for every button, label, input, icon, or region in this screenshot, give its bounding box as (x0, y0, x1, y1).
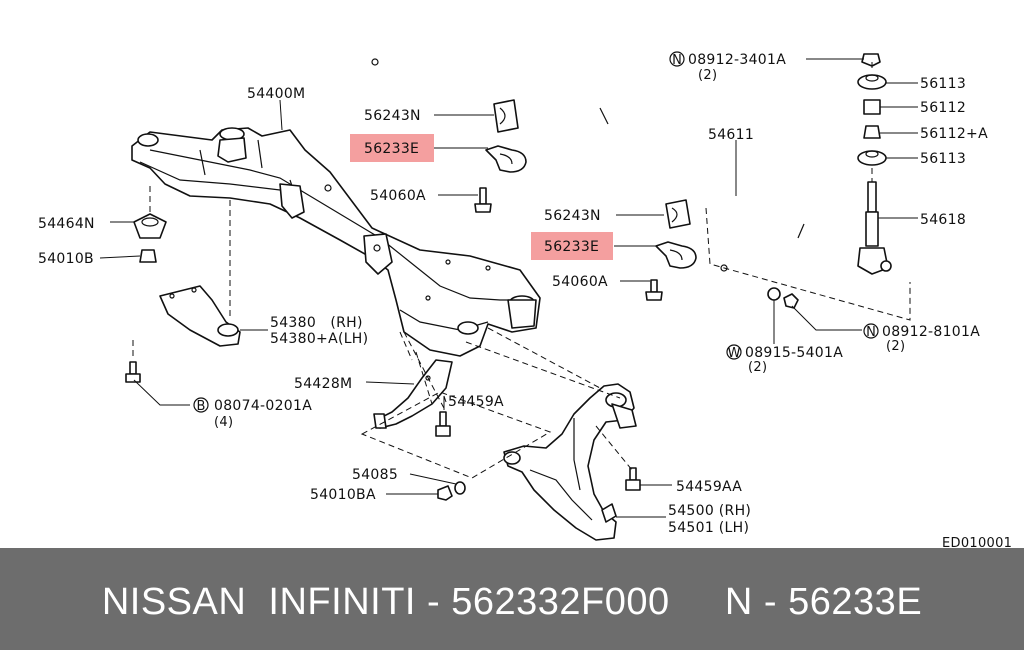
marker-b-label: B (197, 399, 206, 414)
label-54010ba: 54010BA (310, 487, 376, 503)
marker-w-08915-5401a: W (726, 344, 742, 361)
label-54501: 54501 (LH) (668, 520, 749, 536)
highlight-56233e-lower (531, 232, 613, 260)
nut-54010ba (437, 485, 453, 501)
label-08074-qty: (4) (214, 415, 233, 430)
label-54500: 54500 (RH) (668, 503, 751, 519)
marker-w-label: W (728, 346, 741, 361)
nut-08912-8101a (783, 293, 799, 309)
label-56112: 56112 (920, 100, 966, 116)
bracket-54380 (159, 285, 241, 347)
label-08074-0201a: 08074-0201A (214, 398, 312, 414)
label-08915-5401a: 08915-5401A (745, 345, 843, 361)
marker-n-label: N (672, 53, 682, 68)
bolt-08074 (125, 361, 141, 383)
marker-b-08074-0201a: B (193, 397, 209, 414)
label-56233e-lower: 56233E (544, 239, 599, 255)
bolt-54459aa (625, 467, 641, 491)
washer-54085 (454, 481, 466, 495)
label-54060a-upper: 54060A (370, 188, 426, 204)
gusset-54428m (373, 359, 453, 429)
label-54611: 54611 (708, 127, 754, 143)
mount-insulator-left (133, 213, 167, 263)
bushing-clamp-lower (645, 199, 697, 301)
footer-bar: NISSAN INFINITI - 562332F000 N - 56233E (0, 548, 1024, 650)
label-54459a: 54459A (448, 394, 504, 410)
label-54060a-lower: 54060A (552, 274, 608, 290)
dashed-guides (132, 62, 911, 479)
label-54085: 54085 (352, 467, 398, 483)
washer-08915 (767, 287, 781, 301)
footer-caption: NISSAN INFINITI - 562332F000 N - 56233E (101, 581, 923, 623)
label-54380: 54380 (RH) (270, 315, 363, 331)
label-54618: 54618 (920, 212, 966, 228)
label-54380a: 54380+A(LH) (270, 331, 368, 347)
marker-n-label: N (866, 325, 876, 340)
diagram-code: ED010001 (942, 536, 1012, 548)
bolt-54459a (435, 411, 451, 437)
label-54464n: 54464N (38, 216, 95, 232)
label-08912-3401a: 08912-3401A (688, 52, 786, 68)
label-54459aa: 54459AA (676, 479, 742, 495)
stabilizer-link-stack (857, 53, 892, 275)
label-56233e-upper: 56233E (364, 141, 419, 157)
leader-lines (99, 58, 918, 518)
label-56113-lower: 56113 (920, 151, 966, 167)
crossmember-54400m (131, 127, 541, 357)
bushing-clamp-upper (474, 99, 527, 213)
marker-n-08912-8101a: N (863, 323, 879, 340)
parts-diagram: N N W B 54400M 56243N 56233E 54060A 5446… (38, 44, 1012, 548)
lower-control-arm-54500 (503, 383, 637, 541)
label-56113-upper: 56113 (920, 76, 966, 92)
label-56243n-lower: 56243N (544, 208, 601, 224)
label-56243n-upper: 56243N (364, 108, 421, 124)
label-54010b: 54010B (38, 251, 94, 267)
label-08912-3401a-qty: (2) (698, 68, 717, 83)
label-08912-8101a: 08912-8101A (882, 324, 980, 340)
label-08915-5401a-qty: (2) (748, 360, 767, 375)
label-54428m: 54428M (294, 376, 352, 392)
label-54400m: 54400M (247, 86, 305, 102)
stabilizer-bar (369, 44, 829, 273)
label-08912-8101a-qty: (2) (886, 339, 905, 354)
marker-n-08912-3401a: N (669, 51, 685, 68)
label-56112a: 56112+A (920, 126, 988, 142)
highlight-56233e-upper (350, 134, 434, 162)
